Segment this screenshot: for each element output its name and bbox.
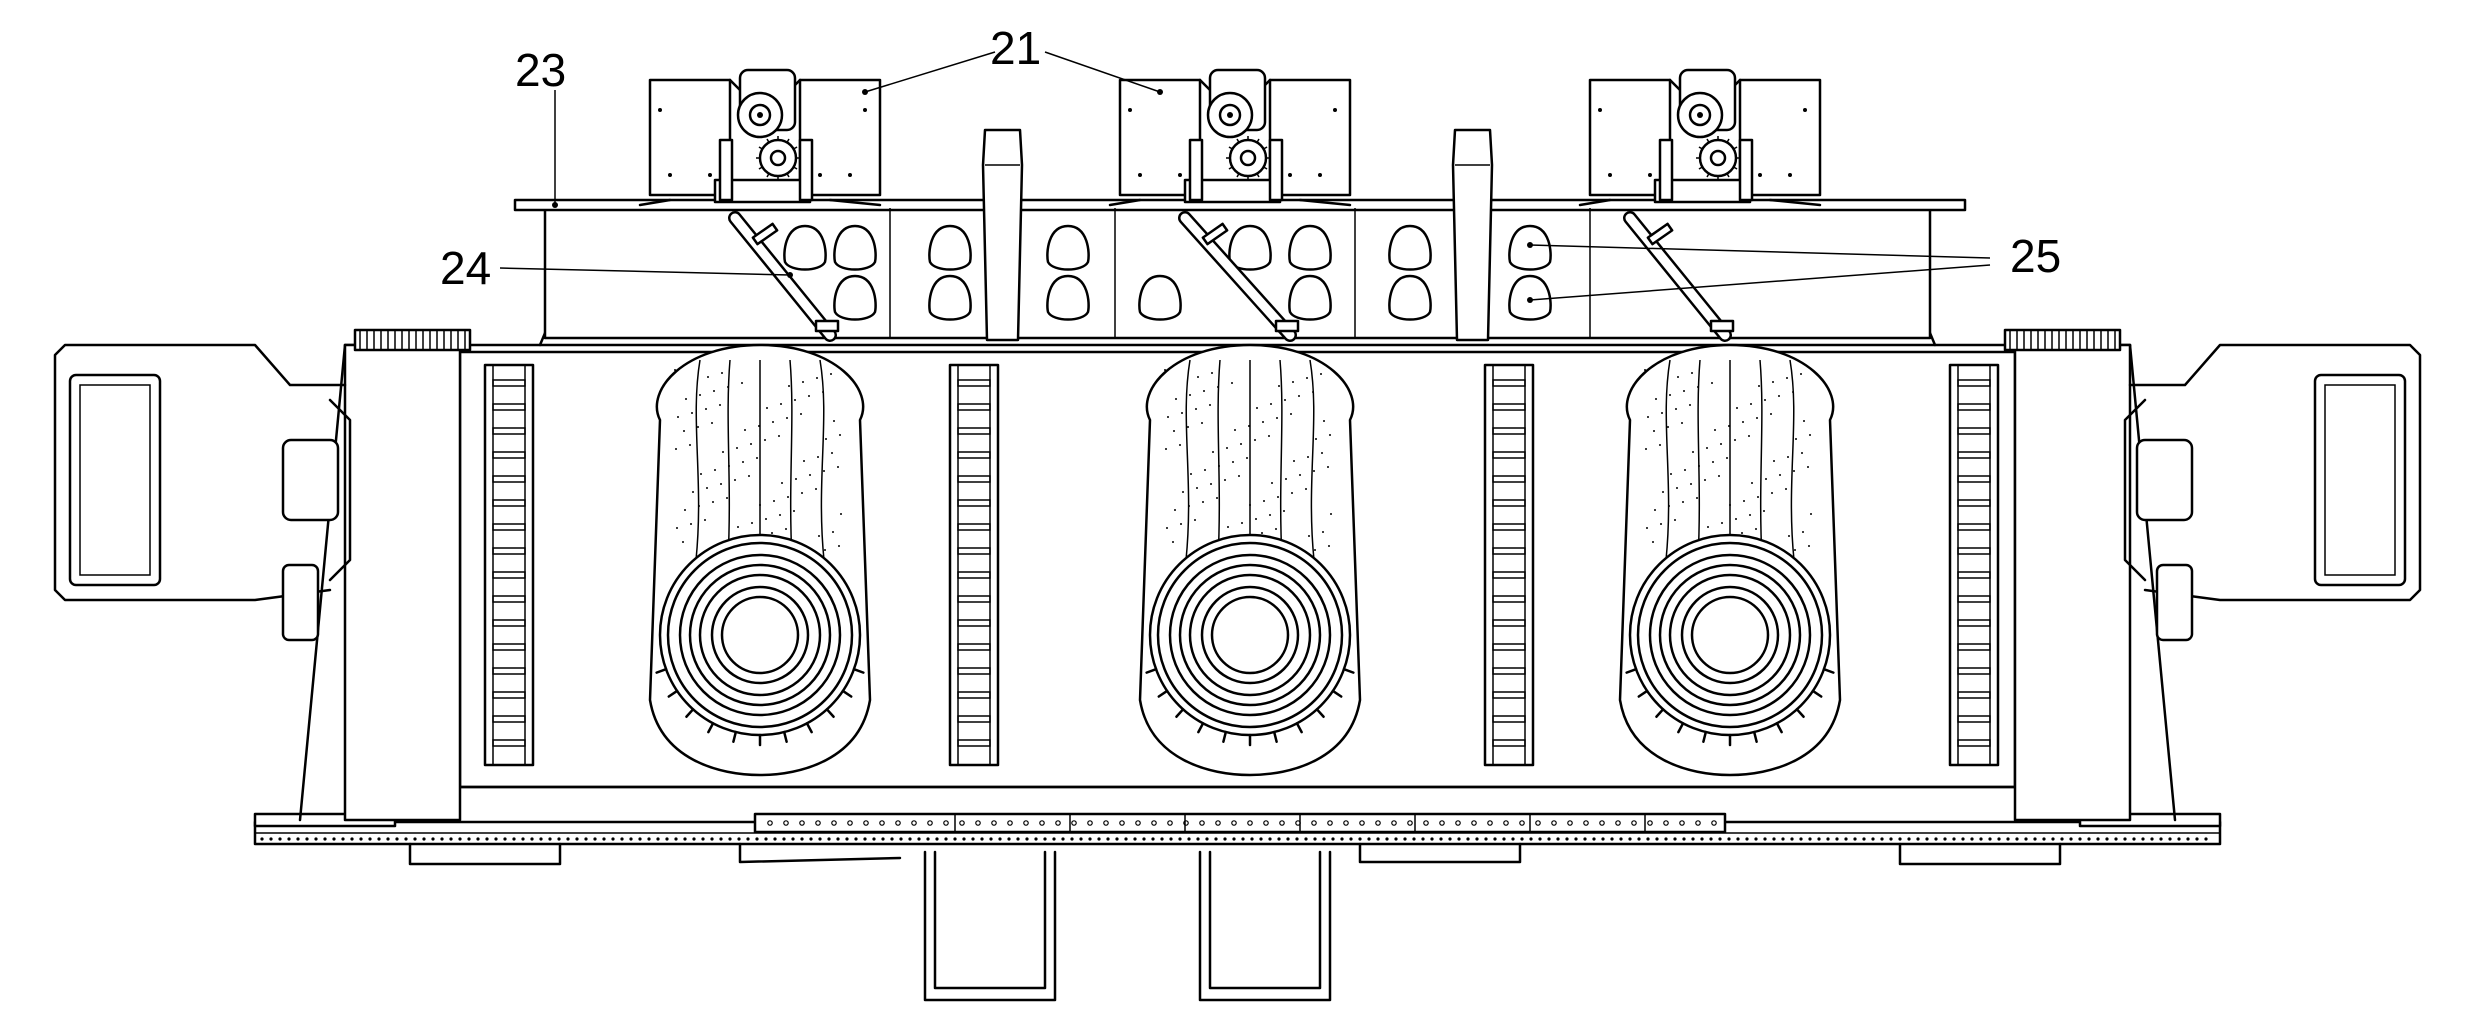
- port-6: [1046, 224, 1090, 271]
- ladder-3: [1483, 363, 1535, 767]
- drum-2: [1138, 343, 1362, 777]
- port-11: [1288, 274, 1332, 321]
- side-wing-right: [2123, 343, 2422, 642]
- chimney-left: [981, 128, 1024, 342]
- port-8: [1138, 274, 1182, 321]
- ladder-1: [483, 363, 535, 767]
- port-13: [1388, 274, 1432, 321]
- drive-units: [638, 68, 1822, 207]
- leader-lines: [499, 51, 1991, 303]
- port-10: [1288, 224, 1332, 271]
- side-wing-left: [53, 343, 352, 642]
- support-leg-right: [1198, 850, 1332, 1002]
- port-2: [833, 224, 877, 271]
- drum-1: [648, 343, 872, 777]
- ladder-2: [948, 363, 1000, 767]
- probes: [728, 211, 1735, 342]
- drive-unit-1: [638, 68, 882, 207]
- port-1: [783, 224, 827, 271]
- port-7: [1046, 274, 1090, 321]
- port-3: [833, 274, 877, 321]
- chimney-right: [1451, 128, 1494, 342]
- probe-3: [1623, 211, 1735, 342]
- ref-label-24: 24: [440, 242, 491, 294]
- port-9: [1228, 224, 1272, 271]
- probe-2: [1178, 211, 1300, 342]
- base-rail: [253, 812, 2222, 866]
- port-12: [1388, 224, 1432, 271]
- drive-unit-3: [1578, 68, 1822, 207]
- ref-label-21: 21: [990, 22, 1041, 74]
- drum-3: [1618, 343, 1842, 777]
- ladder-4: [1948, 363, 2000, 767]
- drums: [648, 343, 1842, 777]
- drive-unit-2: [1108, 68, 1352, 207]
- port-4: [928, 224, 972, 271]
- ref-label-25: 25: [2010, 230, 2061, 282]
- ladders: [483, 363, 2000, 767]
- support-leg-left: [923, 850, 1057, 1002]
- probe-1: [728, 211, 840, 342]
- port-5: [928, 274, 972, 321]
- ref-label-23: 23: [515, 44, 566, 96]
